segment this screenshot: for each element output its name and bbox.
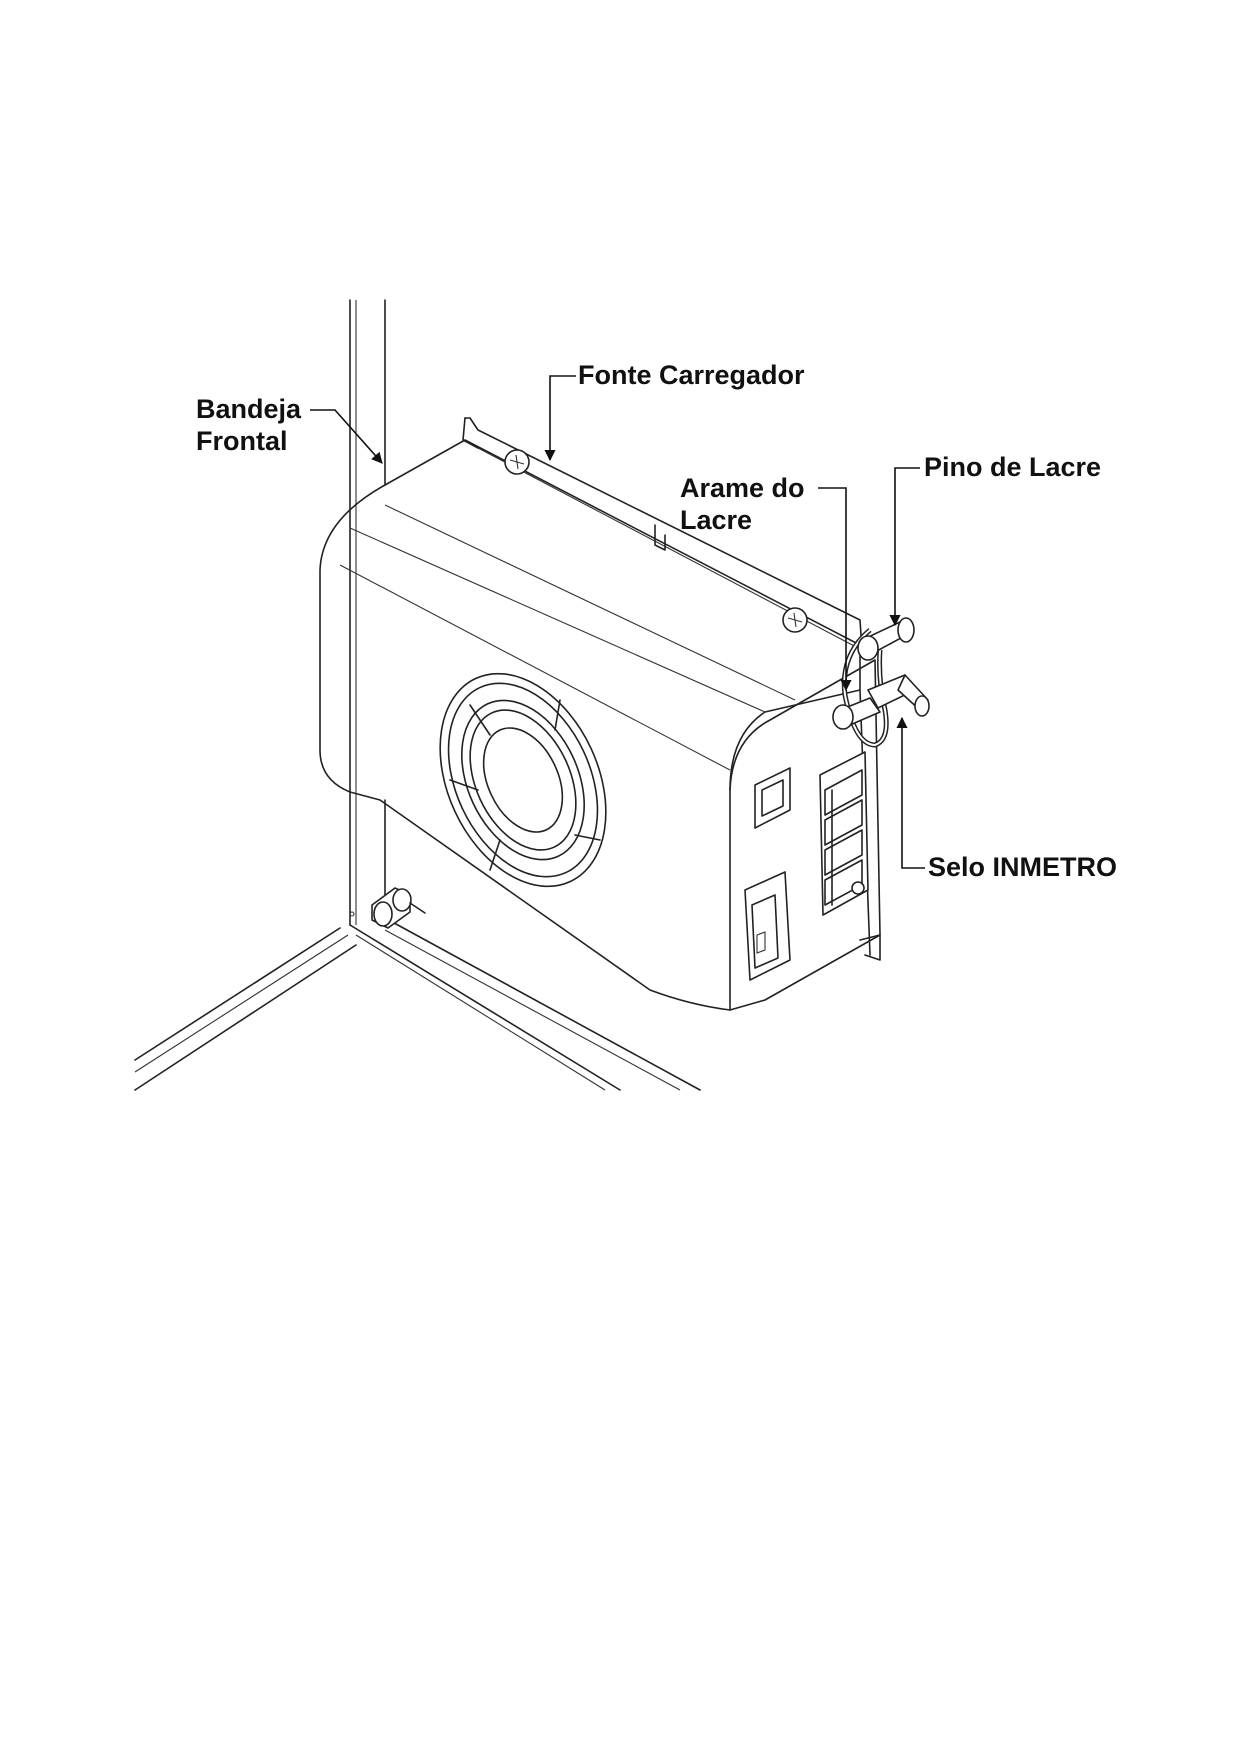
mounting-bolt: [371, 887, 426, 929]
label-selo-inmetro: Selo INMETRO: [928, 852, 1117, 882]
front-tray: [134, 299, 701, 1091]
label-arame-do-lacre-line1: Arame do: [680, 473, 805, 503]
leader-lines: [310, 375, 925, 869]
label-arame-do-lacre-line2: Lacre: [680, 505, 752, 535]
label-pino-de-lacre: Pino de Lacre: [924, 452, 1101, 482]
power-switch: [754, 767, 791, 829]
charger-body: [319, 417, 881, 1011]
inmetro-seal: [867, 674, 930, 717]
label-bandeja-frontal-line1: Bandeja: [196, 394, 302, 424]
fan-grille: [439, 672, 607, 888]
terminal-block: [819, 751, 869, 916]
label-fonte-carregador: Fonte Carregador: [578, 360, 805, 390]
fuse-holder: [744, 871, 791, 981]
seal-pins: [832, 617, 915, 730]
label-bandeja-frontal-line2: Frontal: [196, 426, 288, 456]
